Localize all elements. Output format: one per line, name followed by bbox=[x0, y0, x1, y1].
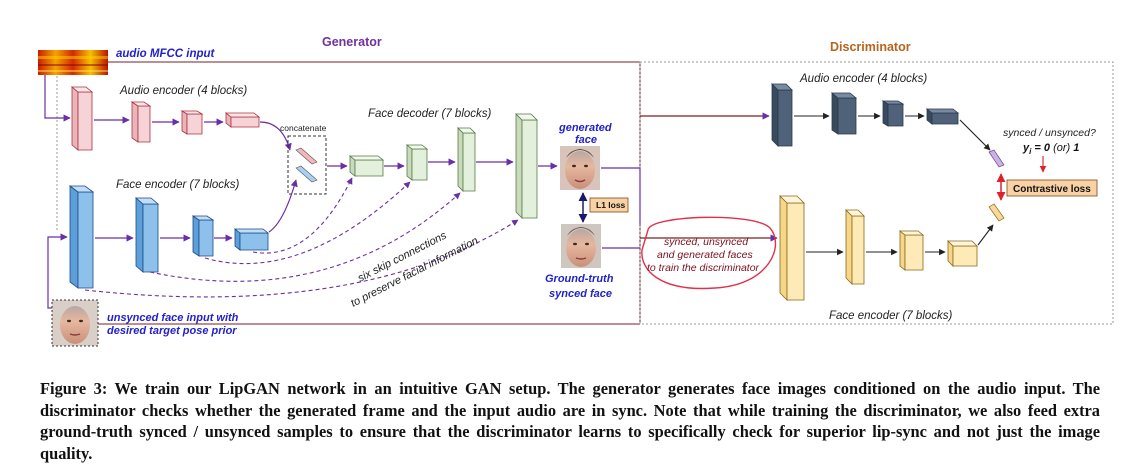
audio-input-label: audio MFCC input bbox=[116, 48, 216, 60]
unsynced-input-label-2: desired target pose prior bbox=[107, 325, 237, 337]
lipgan-architecture-diagram: Generator Discriminator audio MFCC input… bbox=[38, 35, 1114, 347]
face-decoder-label: Face decoder (7 blocks) bbox=[368, 108, 492, 120]
mfcc-spectrogram bbox=[38, 50, 108, 75]
gen-face-encoder-label: Face encoder (7 blocks) bbox=[116, 179, 240, 191]
audio-input-arrow bbox=[44, 75, 71, 122]
disc-audio-encoder-blocks bbox=[771, 83, 960, 147]
generated-face-label-1: generated bbox=[558, 122, 612, 134]
annotation-label-1: synced, unsynced bbox=[664, 236, 749, 248]
figure-caption: Figure 3: We train our LipGAN network in… bbox=[40, 379, 1100, 463]
disc-face-encoder-blocks bbox=[779, 195, 978, 301]
contrastive-loss-label: Contrastive loss bbox=[1013, 184, 1091, 195]
yi-or: (or) bbox=[1053, 142, 1070, 154]
discriminator-title: Discriminator bbox=[830, 40, 911, 54]
discriminator-border bbox=[639, 61, 1114, 325]
disc-audio-encoder-arrows bbox=[640, 112, 991, 151]
disc-face-encoder-label: Face encoder (7 blocks) bbox=[829, 310, 953, 322]
concatenate-label: concatenate bbox=[280, 123, 327, 133]
gen-face-encoder-blocks bbox=[68, 185, 270, 289]
annotation-ellipse bbox=[641, 216, 777, 290]
unsynced-input-label-1: unsynced face input with bbox=[107, 312, 239, 324]
face-decoder-blocks bbox=[348, 113, 538, 219]
unsynced-face-image bbox=[51, 299, 99, 347]
annotation-label-3: to train the discriminator bbox=[647, 262, 760, 274]
ground-truth-label-1: Ground-truth bbox=[545, 273, 614, 285]
gen-audio-encoder-blocks bbox=[70, 86, 261, 151]
ground-truth-face-image bbox=[561, 224, 601, 268]
contrastive-loss-box bbox=[1006, 179, 1098, 197]
face-decoder-arrows bbox=[327, 158, 558, 170]
gen-audio-encoder-label: Audio encoder (4 blocks) bbox=[119, 85, 247, 97]
generator-title: Generator bbox=[322, 35, 382, 49]
disc-face-encoder-arrows bbox=[640, 224, 994, 256]
audio-embedding bbox=[988, 149, 1005, 168]
generated-to-discriminator-arrow bbox=[601, 167, 641, 224]
l1-loss-box bbox=[589, 197, 629, 213]
synced-question: synced / unsynced? bbox=[1003, 127, 1096, 139]
yi-one: 1 bbox=[1070, 142, 1079, 154]
generated-face-image bbox=[560, 146, 600, 190]
gen-audio-encoder-arrows bbox=[94, 116, 292, 151]
yi-subscript: i bbox=[1029, 147, 1032, 156]
yi-equals: = 0 bbox=[1031, 142, 1053, 154]
skip-connections bbox=[84, 177, 519, 298]
l1-loss-label: L1 loss bbox=[596, 200, 626, 210]
generated-face-label-2: face bbox=[575, 134, 597, 146]
annotation-label-2: and generated faces bbox=[657, 249, 753, 261]
yi-label: yi = 0 (or) 1 bbox=[1022, 142, 1079, 156]
face-embedding bbox=[988, 203, 1005, 222]
disc-audio-encoder-label: Audio encoder (4 blocks) bbox=[799, 73, 927, 85]
ground-truth-label-2: synced face bbox=[549, 288, 612, 300]
concatenate-box bbox=[287, 135, 327, 195]
yi-symbol: y bbox=[1022, 142, 1030, 154]
concatenated-features bbox=[295, 147, 318, 183]
